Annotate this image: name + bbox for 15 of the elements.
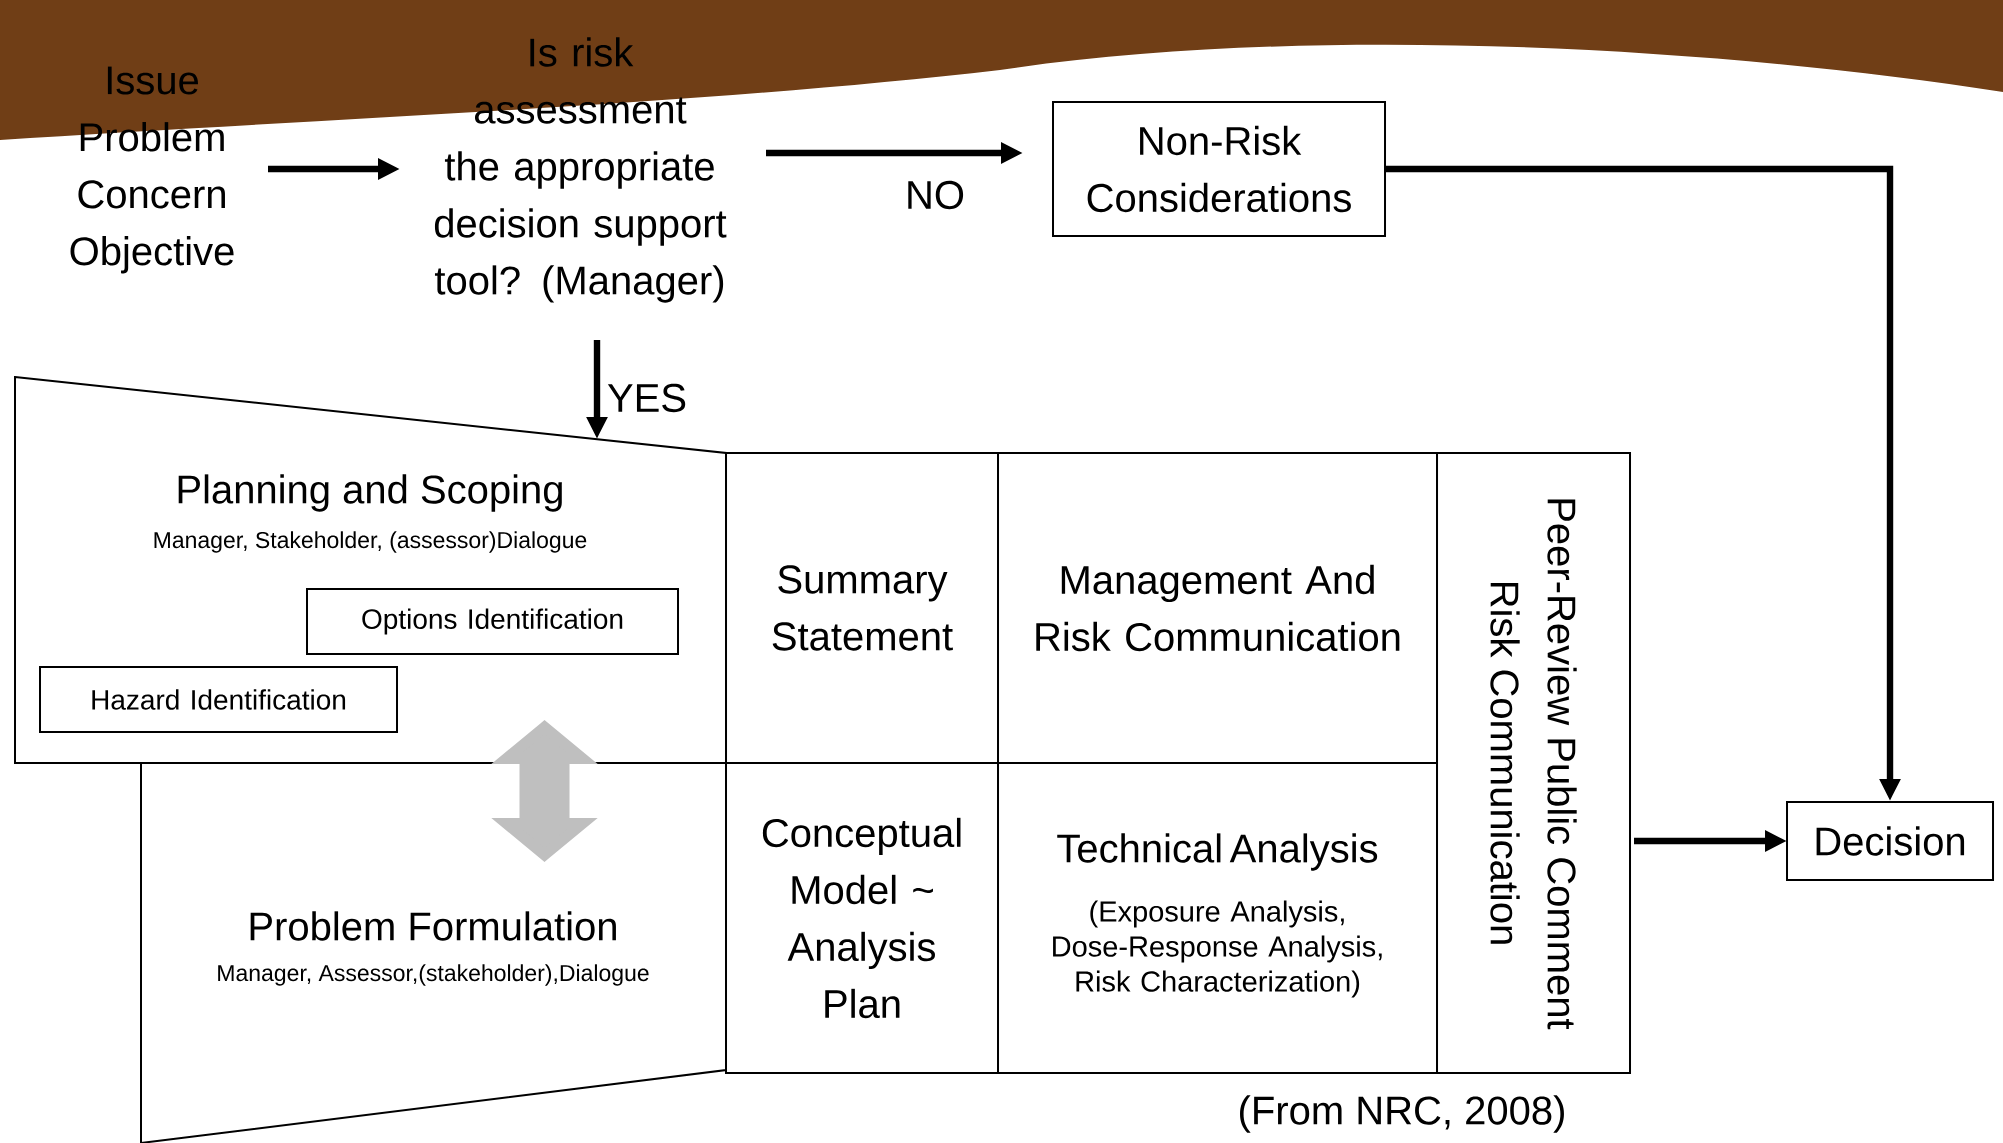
process-box: Hazard Identification <box>39 666 398 733</box>
process-box: Management And Risk Communication <box>997 452 1438 764</box>
edge-label: NO <box>908 180 964 210</box>
topic-text: Issue Problem Concern Objective <box>70 66 234 274</box>
question-text: Is risk assessment the appropriate decision support tool? (Manager) <box>434 37 727 303</box>
process-box: Summary Statement <box>725 452 999 764</box>
edge-label: YES <box>607 383 686 413</box>
source-note: (From NRC, 2008) <box>1240 1095 1564 1133</box>
decision-box: Decision <box>1786 801 1994 881</box>
process-box: Conceptual Model ~ Analysis Plan <box>725 762 999 1074</box>
process-box: Options Identification <box>306 588 679 655</box>
process-box: Non-Risk Considerations <box>1052 101 1386 237</box>
process-box: Peer-Review Public Comment Risk Communication <box>1436 452 1631 1074</box>
trapezoid-panel: Problem Formulation Manager, Assessor,(stakeholder),Dialogue <box>140 762 727 1143</box>
process-box: Technical Analysis (Exposure Analysis, Dose-Response Analysis, Risk Characterization) <box>997 762 1438 1074</box>
